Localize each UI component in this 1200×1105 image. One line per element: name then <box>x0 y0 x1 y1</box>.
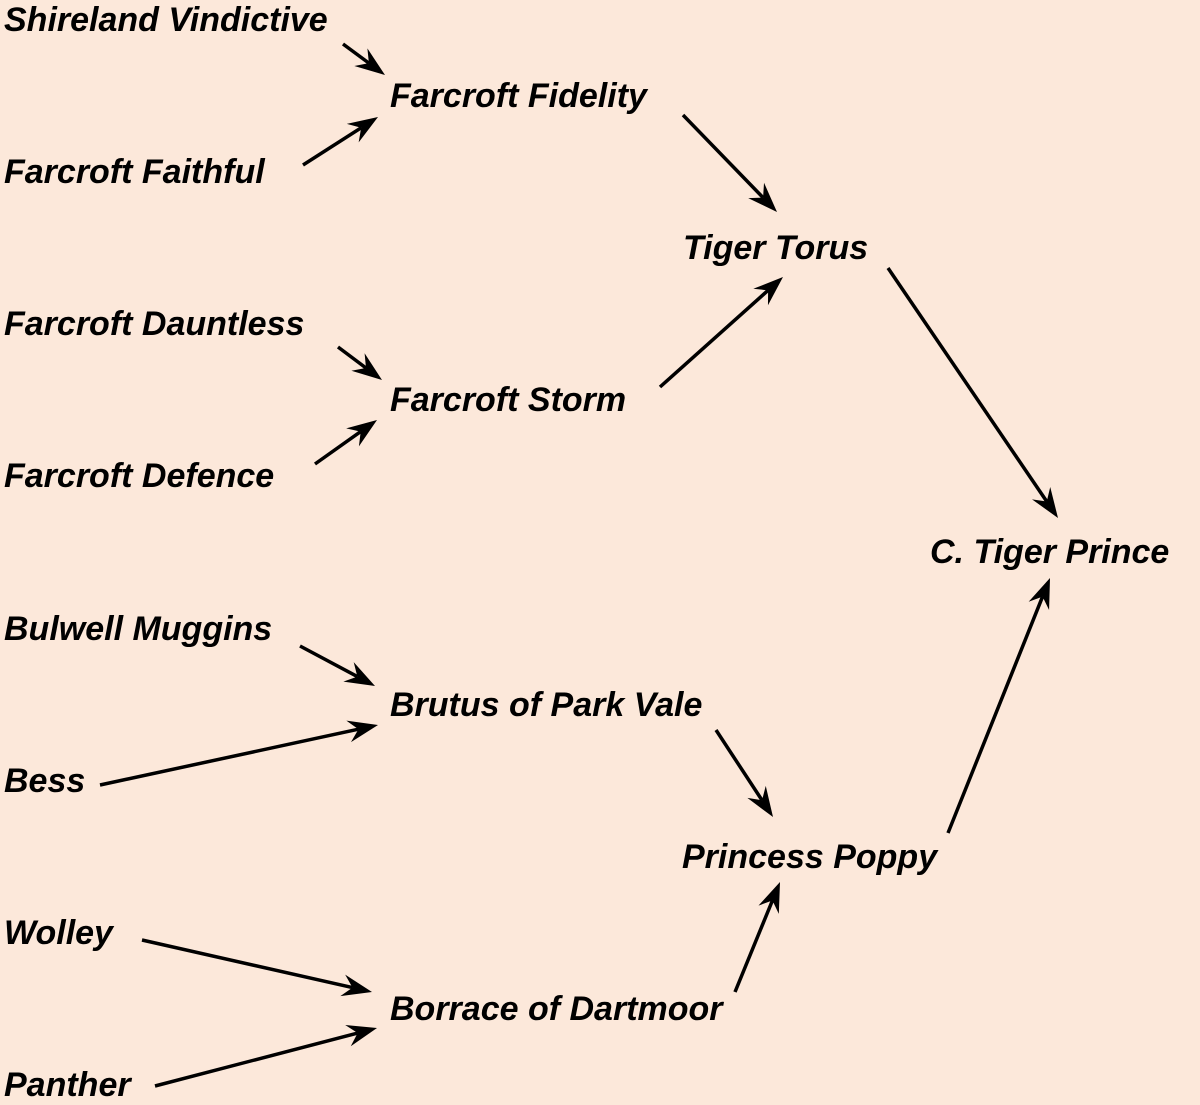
node-farcroft-storm: Farcroft Storm <box>390 381 627 419</box>
edge-arrow <box>681 113 777 212</box>
arrowhead-icon <box>1028 578 1050 610</box>
arrowhead-icon <box>354 48 385 75</box>
arrowhead-icon <box>346 117 378 143</box>
node-farcroft-defence: Farcroft Defence <box>4 457 275 495</box>
node-bess: Bess <box>4 762 86 800</box>
node-bulwell-muggins: Bulwell Muggins <box>4 610 273 648</box>
arrowhead-icon <box>758 882 780 914</box>
edge-arrow <box>733 882 780 993</box>
edge-arrow <box>714 729 773 817</box>
node-shireland-vindictive: Shireland Vindictive <box>4 1 328 39</box>
node-farcroft-faithful: Farcroft Faithful <box>4 153 265 191</box>
node-c-tiger-prince: C. Tiger Prince <box>930 533 1170 571</box>
edge-arrow <box>141 938 372 997</box>
node-farcroft-fidelity: Farcroft Fidelity <box>390 77 647 115</box>
node-wolley: Wolley <box>4 914 113 952</box>
node-tiger-torus: Tiger Torus <box>683 229 869 267</box>
node-brutus-of-park-vale: Brutus of Park Vale <box>390 686 703 724</box>
arrowhead-icon <box>747 785 773 817</box>
node-borrace-of-dartmoor: Borrace of Dartmoor <box>390 990 723 1028</box>
edge-arrow <box>313 420 377 466</box>
arrowhead-icon <box>340 974 372 997</box>
arrowhead-icon <box>1032 487 1058 518</box>
edge-arrow <box>99 720 378 787</box>
arrowhead-icon <box>753 277 783 306</box>
node-panther: Panther <box>4 1066 131 1104</box>
arrowhead-icon <box>343 662 375 686</box>
edge-arrow <box>886 267 1058 518</box>
edge-arrow <box>658 277 783 389</box>
edge-arrow <box>154 1024 377 1088</box>
node-princess-poppy: Princess Poppy <box>682 838 938 876</box>
edge-arrow <box>299 644 375 686</box>
node-farcroft-dauntless: Farcroft Dauntless <box>4 305 305 343</box>
arrowhead-icon <box>345 1024 377 1047</box>
arrowhead-icon <box>346 420 377 447</box>
edge-arrow <box>946 578 1050 834</box>
edge-arrow <box>302 117 378 167</box>
arrowhead-icon <box>748 182 777 212</box>
edge-arrow <box>341 42 385 75</box>
arrowhead-icon <box>346 720 378 743</box>
edge-arrow <box>336 345 382 380</box>
arrowhead-icon <box>351 353 382 380</box>
